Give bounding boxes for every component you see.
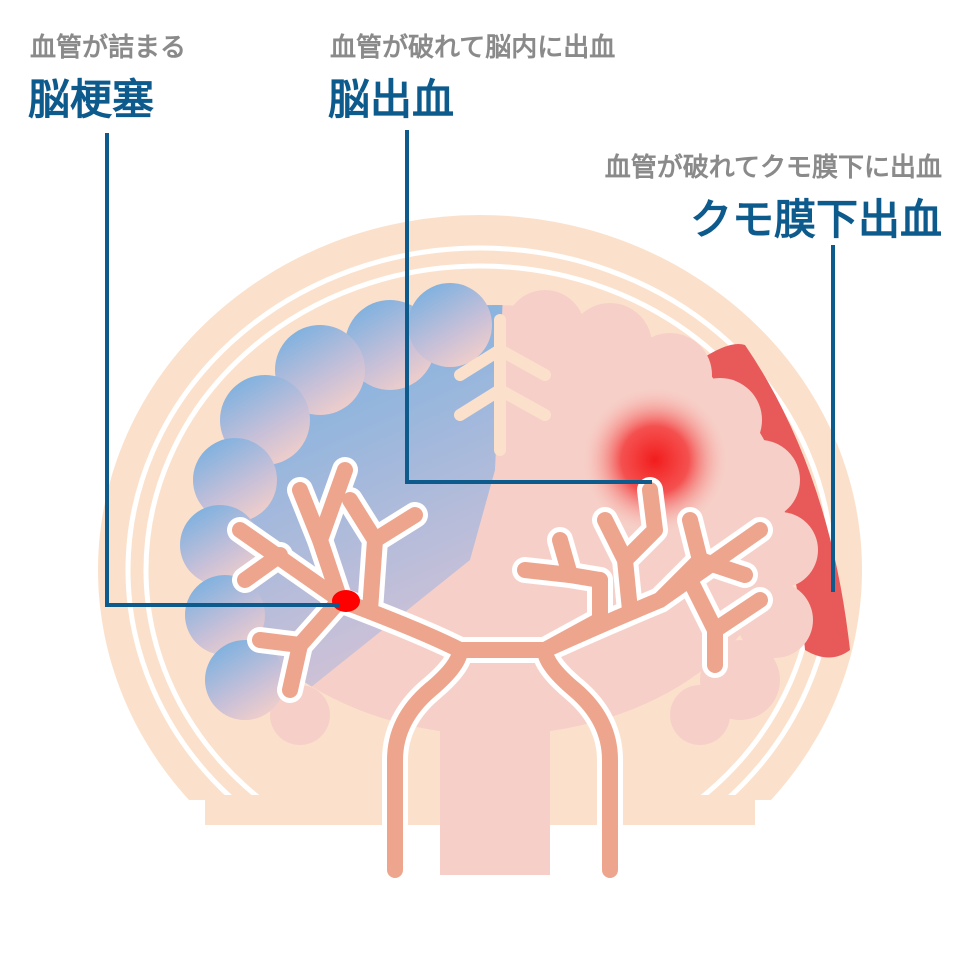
- clot: [332, 590, 360, 612]
- infarction-description: 血管が詰まる: [30, 32, 186, 63]
- infarction-leader-line: [105, 133, 340, 607]
- hemorrhage-description: 血管が破れて脳内に出血: [330, 32, 615, 63]
- infarction-title: 脳梗塞: [28, 75, 154, 124]
- hemorrhage-title: 脳出血: [328, 75, 454, 124]
- hemorrhage-spot: [580, 385, 730, 535]
- midline-sulcus: [454, 314, 551, 456]
- subarachnoid-description: 血管が破れてクモ膜下に出血: [605, 152, 942, 183]
- hemorrhage-leader-line: [405, 130, 652, 484]
- subarachnoid-title: クモ膜下出血: [690, 195, 942, 244]
- blood-vessels: [227, 457, 773, 883]
